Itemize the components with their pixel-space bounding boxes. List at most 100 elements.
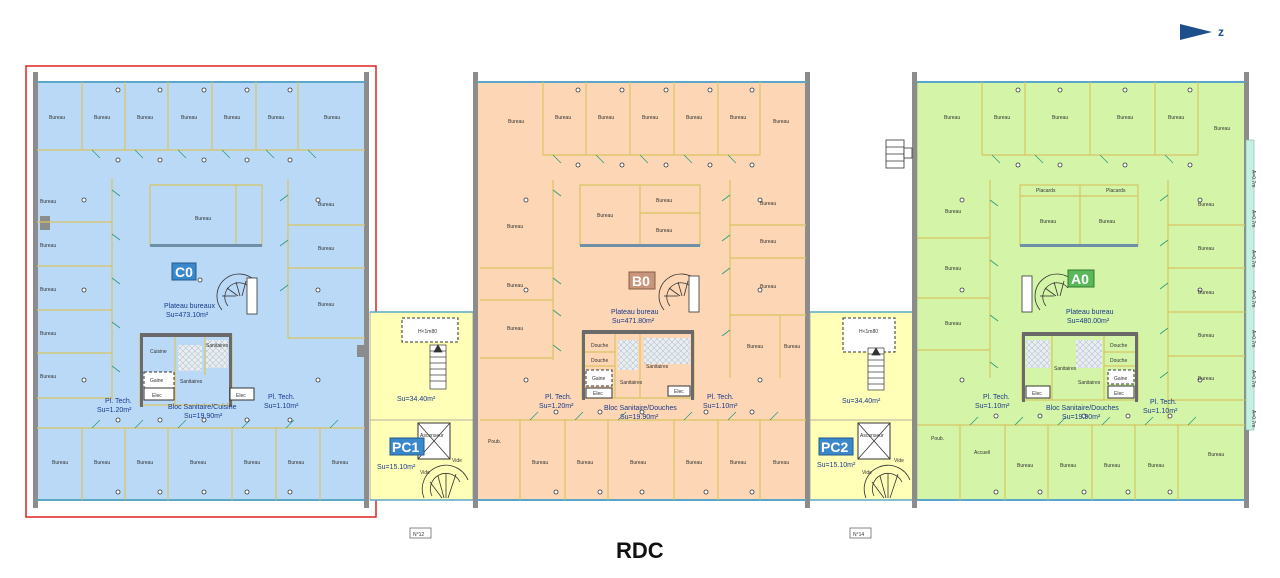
column — [473, 72, 478, 508]
core-walls — [140, 333, 232, 337]
core-pc1[interactable]: H<1m80 Su=34.40m² Ascenseur Vide Vide PC… — [369, 311, 474, 539]
mezzanine-box — [842, 317, 896, 353]
block-b0[interactable]: Bureau Bureau Bureau Bureau Bureau Burea… — [473, 72, 810, 508]
block-tag-bg — [1067, 269, 1095, 288]
tech-right-area: Su=1.10m² — [703, 403, 738, 410]
door-swings — [91, 149, 339, 429]
vide-label: Vide — [420, 470, 430, 476]
elec-box — [1107, 385, 1135, 399]
north-arrow: z — [1180, 24, 1224, 40]
svg-text:Bureau: Bureau — [773, 119, 789, 125]
tech-left-label: Pl. Tech. — [983, 394, 1010, 401]
tech-right-area: Su=1.10m² — [1143, 408, 1178, 415]
tech-left-label: Pl. Tech. — [105, 398, 132, 405]
svg-text:Bureau: Bureau — [730, 115, 746, 121]
partitions — [917, 82, 1245, 500]
svg-text:Douche: Douche — [1110, 343, 1127, 349]
svg-text:Bureau: Bureau — [49, 115, 65, 121]
column — [912, 72, 917, 508]
svg-text:Bureau: Bureau — [1168, 115, 1184, 121]
tech-right-label: Pl. Tech. — [1150, 399, 1177, 406]
svg-text:Bureau: Bureau — [730, 460, 746, 466]
door-swings — [529, 154, 779, 421]
block-c0[interactable]: Bureau Bureau Bureau Bureau Bureau Burea… — [25, 65, 377, 518]
svg-text:Bureau: Bureau — [94, 115, 110, 121]
gaine-box — [585, 369, 613, 387]
bloc-area: Su=19.90m² — [184, 413, 223, 420]
svg-text:Bureau: Bureau — [137, 460, 153, 466]
elec-box — [1025, 385, 1051, 399]
svg-text:Bureau: Bureau — [1198, 202, 1214, 208]
svg-text:Sanitaires: Sanitaires — [180, 379, 203, 385]
elevator-label: Ascenseur — [420, 433, 444, 439]
svg-text:Bureau: Bureau — [784, 344, 800, 350]
sanitary-tiles — [618, 340, 638, 370]
svg-text:Sanitaires: Sanitaires — [206, 343, 229, 349]
height-label: H<1m80 — [859, 329, 878, 335]
core-walls — [140, 335, 143, 407]
elec-box — [667, 385, 691, 397]
svg-text:A=0.7m: A=0.7m — [1250, 410, 1256, 427]
svg-text:Poub.: Poub. — [488, 439, 501, 445]
elec-box — [229, 387, 255, 401]
block-tag-bg — [628, 271, 656, 290]
core-walls — [1022, 332, 1138, 336]
core-pc2[interactable]: H<1m80 Su=34.40m² Ascenseur Vide Vide PC… — [809, 311, 914, 539]
straight-staircase — [867, 347, 885, 391]
svg-text:Gaine: Gaine — [150, 378, 164, 384]
column — [40, 216, 50, 230]
elevator-label: Ascenseur — [860, 433, 884, 439]
block-b0-floor — [476, 81, 807, 501]
bloc-area: Su=19.90m² — [1062, 414, 1101, 421]
svg-text:Bureau: Bureau — [555, 115, 571, 121]
selection-frame[interactable] — [25, 65, 377, 518]
svg-text:Bureau: Bureau — [40, 199, 56, 205]
svg-text:Bureau: Bureau — [1052, 115, 1068, 121]
svg-text:Bureau: Bureau — [1117, 115, 1133, 121]
svg-text:Bureau: Bureau — [318, 202, 334, 208]
elec-box — [585, 387, 613, 399]
svg-text:Bureau: Bureau — [52, 460, 68, 466]
svg-text:Bureau: Bureau — [1104, 463, 1120, 469]
svg-text:Elec: Elec — [152, 393, 162, 399]
building-number: N°12 — [413, 532, 424, 538]
column — [805, 72, 810, 508]
svg-text:Bureau: Bureau — [1198, 376, 1214, 382]
core-walls — [582, 332, 585, 400]
bloc-area: Su=19.90m² — [620, 414, 659, 421]
svg-text:Bureau: Bureau — [137, 115, 153, 121]
vide-label: Vide — [452, 458, 462, 464]
core-tag: PC2 — [821, 439, 848, 455]
straight-staircase — [429, 344, 447, 390]
bloc-label: Bloc Sanitaire/Douches — [1046, 405, 1119, 412]
svg-text:Bureau: Bureau — [40, 331, 56, 337]
svg-text:Bureau: Bureau — [507, 224, 523, 230]
svg-text:Sanitaires: Sanitaires — [646, 364, 669, 370]
svg-text:Bureau: Bureau — [318, 246, 334, 252]
ceiling-points — [959, 87, 1203, 495]
svg-text:Bureau: Bureau — [288, 460, 304, 466]
svg-text:Bureau: Bureau — [1214, 126, 1230, 132]
svg-text:Bureau: Bureau — [40, 287, 56, 293]
svg-text:Bureau: Bureau — [944, 115, 960, 121]
core-walls — [1022, 334, 1025, 402]
svg-text:Bureau: Bureau — [1208, 452, 1224, 458]
glass-strip — [150, 244, 262, 247]
svg-text:Bureau: Bureau — [244, 460, 260, 466]
core-floor — [369, 311, 474, 501]
svg-text:A=0.7m: A=0.7m — [1250, 250, 1256, 267]
building-number: N°14 — [853, 532, 864, 538]
svg-text:Bureau: Bureau — [324, 115, 340, 121]
svg-text:Placards: Placards — [1036, 188, 1056, 194]
block-tag: C0 — [175, 264, 193, 280]
glass-strip — [1020, 244, 1138, 247]
svg-text:A=0.7m: A=0.7m — [1250, 170, 1256, 187]
svg-text:Placards: Placards — [1106, 188, 1126, 194]
block-a0[interactable]: Bureau Bureau Bureau Bureau Bureau Burea… — [885, 72, 1256, 508]
svg-text:Accueil: Accueil — [974, 450, 990, 456]
svg-text:Bureau: Bureau — [507, 283, 523, 289]
block-tag-bg — [171, 262, 197, 281]
svg-text:Bureau: Bureau — [1017, 463, 1033, 469]
room-labels: Bureau Bureau Bureau Bureau Bureau Burea… — [40, 115, 348, 466]
